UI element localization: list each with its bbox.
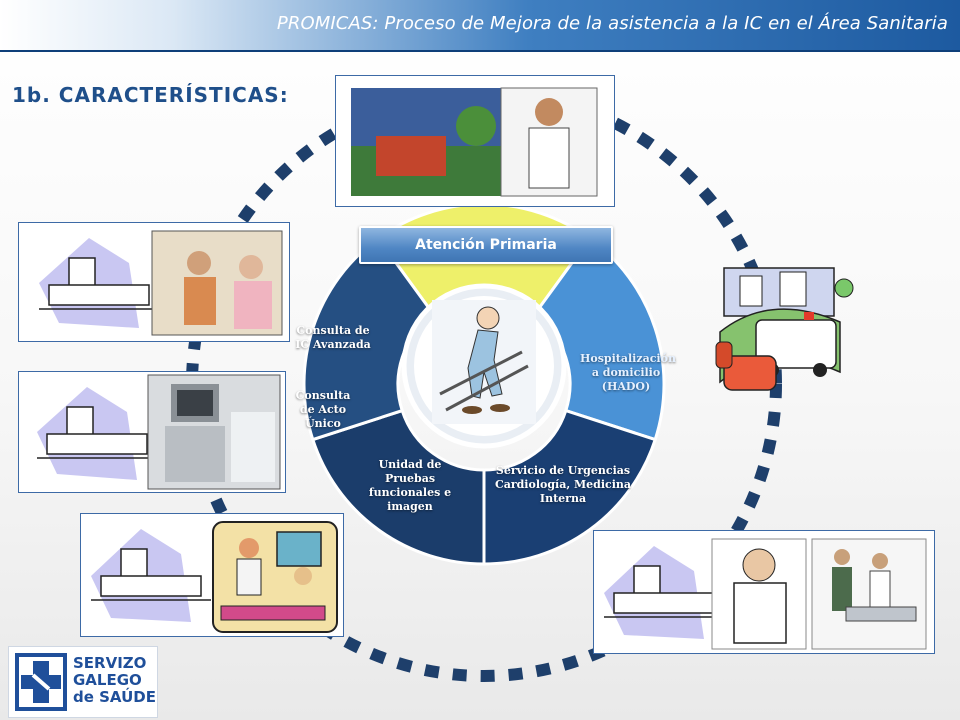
logo-line-1: SERVIZO — [73, 654, 147, 672]
treadmill-test-image — [80, 513, 344, 637]
segment-unidad-pruebas — [310, 408, 486, 566]
urgencias-image — [593, 530, 935, 654]
hado-label: Hospitalización a domicilio (HADO) — [580, 352, 676, 393]
slide-title: PROMICAS: Proceso de Mejora de la asiste… — [276, 13, 948, 34]
header-bar: PROMICAS: Proceso de Mejora de la asiste… — [0, 0, 960, 52]
primary-care-image — [335, 75, 615, 207]
hospital-with-patient-icon — [39, 230, 283, 336]
walking-patient-icon — [432, 300, 536, 424]
logo-line-3: de SAÚDE — [73, 688, 156, 706]
unidad-pruebas-label: Unidad de Pruebas funcionales e imagen — [368, 458, 452, 513]
logo-line-2: GALEGO — [73, 671, 142, 689]
atencion-primaria-banner: Atención Primaria — [359, 226, 613, 264]
clinic-painting-icon — [351, 87, 598, 197]
sergas-logo: SERVIZO GALEGO de SAÚDE — [8, 646, 158, 718]
unidad-pruebas-image — [18, 371, 286, 493]
hado-clipart — [710, 262, 858, 402]
sergas-cross-icon — [15, 653, 67, 711]
ambulance-phone-icon — [715, 267, 854, 391]
consulta-acto-unico-label: Consulta de Acto Único — [295, 389, 351, 430]
hospital-with-treadmill-icon — [91, 521, 338, 633]
urgencias-label: Servicio de Urgencias Cardiología, Medic… — [494, 464, 632, 505]
section-heading: 1b. CARACTERÍSTICAS: — [12, 83, 289, 107]
consulta-ic-image — [18, 222, 290, 342]
consulta-ic-label: Consulta de IC Avanzada — [295, 324, 371, 351]
segment-urgencias — [482, 408, 658, 566]
hospital-with-ultrasound-icon — [37, 374, 281, 490]
hospital-with-doctors-icon — [604, 538, 927, 650]
doctor-icon — [535, 98, 563, 126]
